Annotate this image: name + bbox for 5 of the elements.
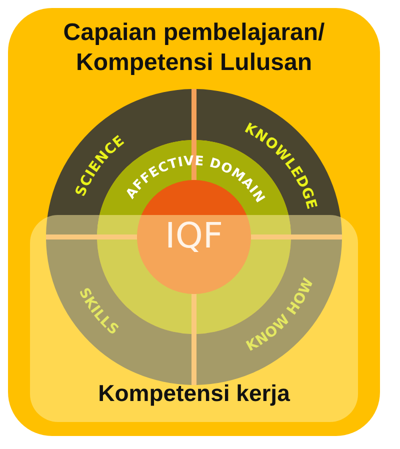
center-label: IQF — [165, 220, 223, 254]
overlay-panel — [30, 215, 358, 422]
panel-heading: Capaian pembelajaran/ Kompetensi Lulusan — [62, 18, 326, 78]
panel-title: Kompetensi kerja — [98, 380, 290, 406]
outer-panel — [8, 8, 380, 436]
